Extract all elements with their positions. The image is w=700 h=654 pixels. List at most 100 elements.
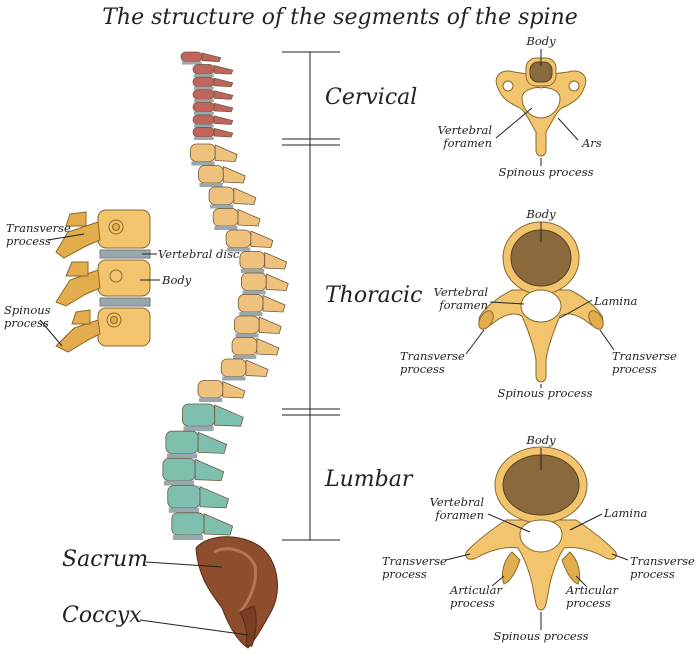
- lumbar-disc: [183, 426, 214, 432]
- lumbar-disc: [168, 507, 199, 513]
- thoracic-disc: [191, 161, 215, 166]
- lumbar-vertebra: [465, 446, 617, 611]
- lumbar-vertebra-body: [162, 457, 196, 481]
- thoracic-label-spinous: Spinous process: [497, 386, 592, 400]
- cervical-label-body: Body: [525, 34, 556, 48]
- lumbar-disc: [166, 453, 198, 459]
- thoracic-leader-foramen: [489, 301, 525, 305]
- spine-vertebrae: [162, 51, 289, 540]
- cervical-vertebra-body: [192, 101, 215, 113]
- lumbar-leader-articular-left: [491, 575, 505, 587]
- leader-sacrum: [145, 561, 223, 568]
- thoracic-disc: [227, 247, 251, 252]
- thoracic-vertebra-process: [265, 273, 289, 291]
- thoracic-vertebra-body: [198, 165, 224, 184]
- lumbar-disc: [172, 535, 203, 540]
- sacrum-highlight: [213, 547, 258, 613]
- cervical-vertebra-body: [192, 114, 215, 125]
- region-bracket: [282, 51, 340, 541]
- lumbar-label-articular-left-1: Articular: [449, 583, 503, 597]
- label-cervical: Cervical: [325, 85, 417, 110]
- lumbar-label-articular-right-2: process: [566, 596, 611, 610]
- cervical-vertebra-body: [192, 89, 215, 100]
- lumbar-label-body: Body: [525, 433, 556, 447]
- thoracic-vertebra-body: [225, 229, 252, 248]
- lumbar-leader-transverse-left: [445, 553, 471, 561]
- cervical-disc: [194, 111, 214, 115]
- thoracic-vertebra-process: [262, 294, 286, 313]
- cervical-vertebra-body: [192, 127, 215, 138]
- spine-column: [162, 51, 289, 649]
- side-label-transverse-1: Transverse: [6, 221, 71, 235]
- thoracic-label-transverse-left-1: Transverse: [400, 349, 465, 363]
- thoracic-vertebra-process: [258, 316, 282, 334]
- cervical-vertebra-process: [201, 52, 222, 62]
- thoracic-label-transverse-left-2: process: [400, 362, 445, 376]
- cervical-disc: [194, 74, 214, 78]
- lumbar-label-foramen-1: Vertebral: [430, 495, 485, 509]
- cervical-label-foramen-2: foramen: [442, 136, 492, 150]
- thoracic-disc: [222, 376, 246, 381]
- thoracic-disc: [240, 269, 265, 273]
- thoracic-leader-lamina: [559, 299, 593, 319]
- thoracic-label-transverse-right-2: process: [612, 362, 657, 376]
- thoracic-vertebra-body: [212, 208, 239, 227]
- thoracic-vertebra-process: [264, 251, 288, 270]
- lumbar-vertebra-process: [194, 458, 225, 482]
- side-vertebra-1: [55, 209, 151, 259]
- sacrum-shape: [195, 536, 278, 649]
- label-coccyx: Coccyx: [62, 603, 142, 628]
- cervical-label-spinous: Spinous process: [498, 165, 593, 179]
- thoracic-vertebra-body: [208, 186, 235, 205]
- side-leader-transverse: [47, 233, 85, 241]
- lumbar-leader-articular-right: [575, 575, 587, 587]
- side-view-vertebrae: [55, 209, 151, 353]
- thoracic-vertebra-process: [250, 230, 274, 248]
- thoracic-disc: [239, 312, 263, 316]
- lumbar-disc: [163, 480, 195, 486]
- thoracic-vertebra-process: [256, 337, 280, 356]
- thoracic-vertebra-body: [197, 380, 224, 399]
- side-label-disc: Vertebral disc: [158, 247, 240, 261]
- thoracic-vertebra-body: [231, 337, 258, 356]
- thoracic-label-foramen-2: foramen: [438, 298, 488, 312]
- cervical-label-ars: Ars: [581, 136, 602, 150]
- cervical-disc: [194, 137, 214, 140]
- thoracic-vertebra-body: [241, 272, 267, 291]
- thoracic-label-foramen-1: Vertebral: [434, 285, 489, 299]
- lumbar-leader-transverse-right: [611, 553, 629, 561]
- cervical-disc: [194, 86, 214, 90]
- side-disc-2: [99, 297, 151, 307]
- thoracic-vertebra-body: [189, 143, 216, 162]
- thoracic-vertebra: [478, 221, 604, 383]
- cervical-label-foramen-1: Vertebral: [438, 123, 493, 137]
- thoracic-vertebra-process: [237, 208, 261, 227]
- lumbar-label-articular-left-2: process: [450, 596, 495, 610]
- lumbar-label-transverse-left-2: process: [382, 567, 427, 581]
- side-leader-spinous: [39, 319, 63, 347]
- cervical-vertebra: [495, 57, 587, 157]
- lumbar-label-transverse-left-1: Transverse: [382, 554, 447, 568]
- thoracic-vertebra-process: [222, 380, 246, 399]
- label-thoracic: Thoracic: [325, 283, 422, 308]
- cervical-vertebra-body: [180, 51, 203, 62]
- thoracic-vertebra-process: [214, 144, 238, 162]
- side-label-spinous-2: process: [4, 316, 49, 330]
- lumbar-leader-foramen: [487, 513, 531, 533]
- thoracic-vertebra-process: [222, 165, 246, 184]
- lumbar-vertebra-body: [165, 430, 199, 454]
- lumbar-label-articular-right-1: Articular: [565, 583, 619, 597]
- thoracic-disc: [210, 204, 234, 209]
- lumbar-vertebra-body: [171, 512, 205, 536]
- thoracic-disc: [199, 398, 223, 402]
- cervical-vertebra-process: [213, 77, 234, 88]
- thoracic-leader-transverse-right: [599, 329, 615, 351]
- thoracic-disc: [235, 333, 259, 338]
- lumbar-label-foramen-2: foramen: [434, 508, 484, 522]
- lumbar-vertebra-process: [214, 404, 244, 427]
- thoracic-vertebra-body: [220, 358, 247, 377]
- cervical-disc: [194, 124, 214, 128]
- side-vertebra-3: [55, 307, 151, 353]
